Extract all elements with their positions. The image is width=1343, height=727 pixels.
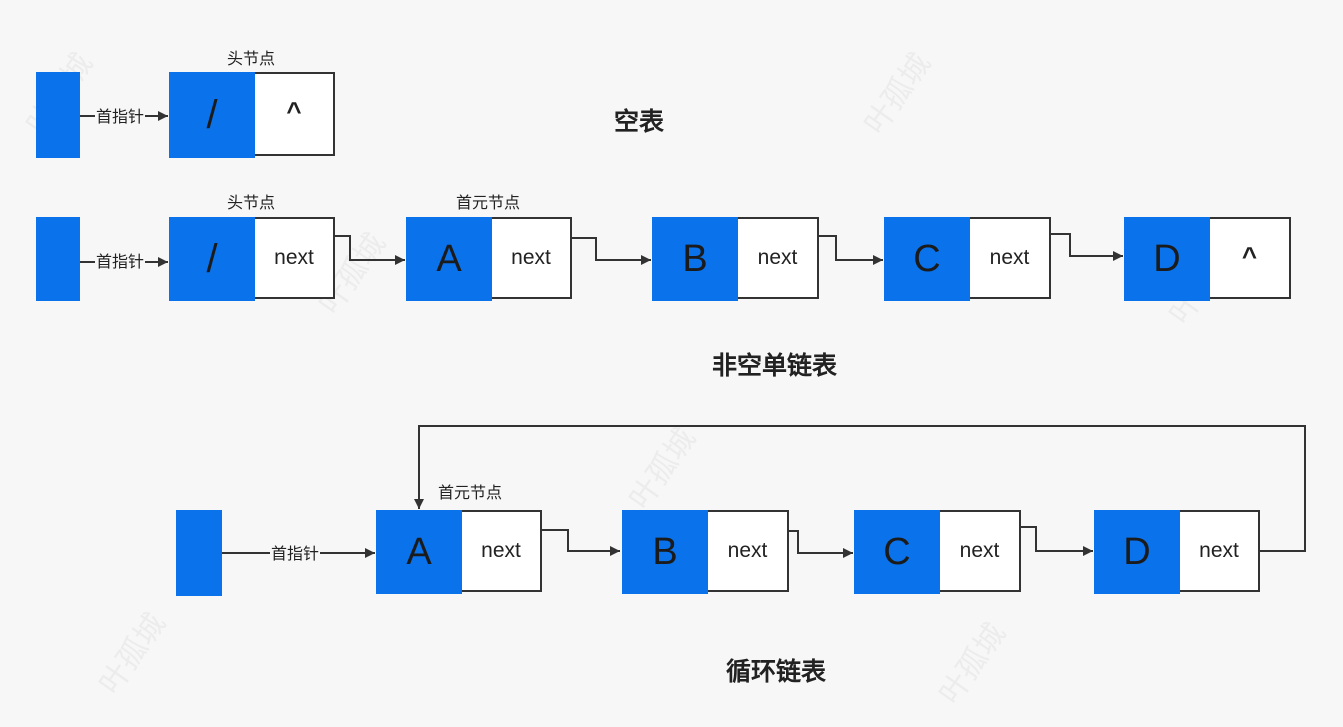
head-node-label: 头节点 xyxy=(226,193,277,212)
node-data: D xyxy=(1094,510,1180,594)
node-data: B xyxy=(652,217,738,301)
head-pointer-box xyxy=(36,217,80,301)
singly-list-title: 非空单链表 xyxy=(712,351,838,380)
head-pointer-box xyxy=(36,72,80,158)
node-data: D xyxy=(1124,217,1210,301)
node-data: A xyxy=(406,217,492,301)
link-arrow xyxy=(516,529,620,556)
next-pointer: next xyxy=(255,217,335,299)
first-node-label: 首元节点 xyxy=(437,483,504,502)
next-pointer: next xyxy=(708,510,789,592)
next-pointer: next xyxy=(940,510,1021,592)
head-node-data: / xyxy=(169,217,255,301)
loop-back-arrow xyxy=(414,425,1306,552)
next-pointer: next xyxy=(1180,510,1260,592)
head-pointer-box xyxy=(176,510,222,596)
null-pointer: ^ xyxy=(255,72,335,156)
empty-list-title: 空表 xyxy=(614,107,665,136)
circular-list-title: 循环链表 xyxy=(726,657,827,686)
head-node-label: 头节点 xyxy=(226,49,277,68)
node-data: C xyxy=(884,217,970,301)
head-pointer-label: 首指针 xyxy=(95,107,146,126)
head-pointer-label: 首指针 xyxy=(270,544,321,563)
node-data: B xyxy=(622,510,708,594)
first-node-label: 首元节点 xyxy=(455,193,522,212)
head-node-data: / xyxy=(169,72,255,158)
node-data: A xyxy=(376,510,462,594)
head-pointer-label: 首指针 xyxy=(95,252,146,271)
next-pointer: next xyxy=(462,510,542,592)
node-data: C xyxy=(854,510,940,594)
next-pointer: next xyxy=(492,217,572,299)
null-pointer: ^ xyxy=(1210,217,1291,299)
next-pointer: next xyxy=(970,217,1051,299)
next-pointer: next xyxy=(738,217,819,299)
